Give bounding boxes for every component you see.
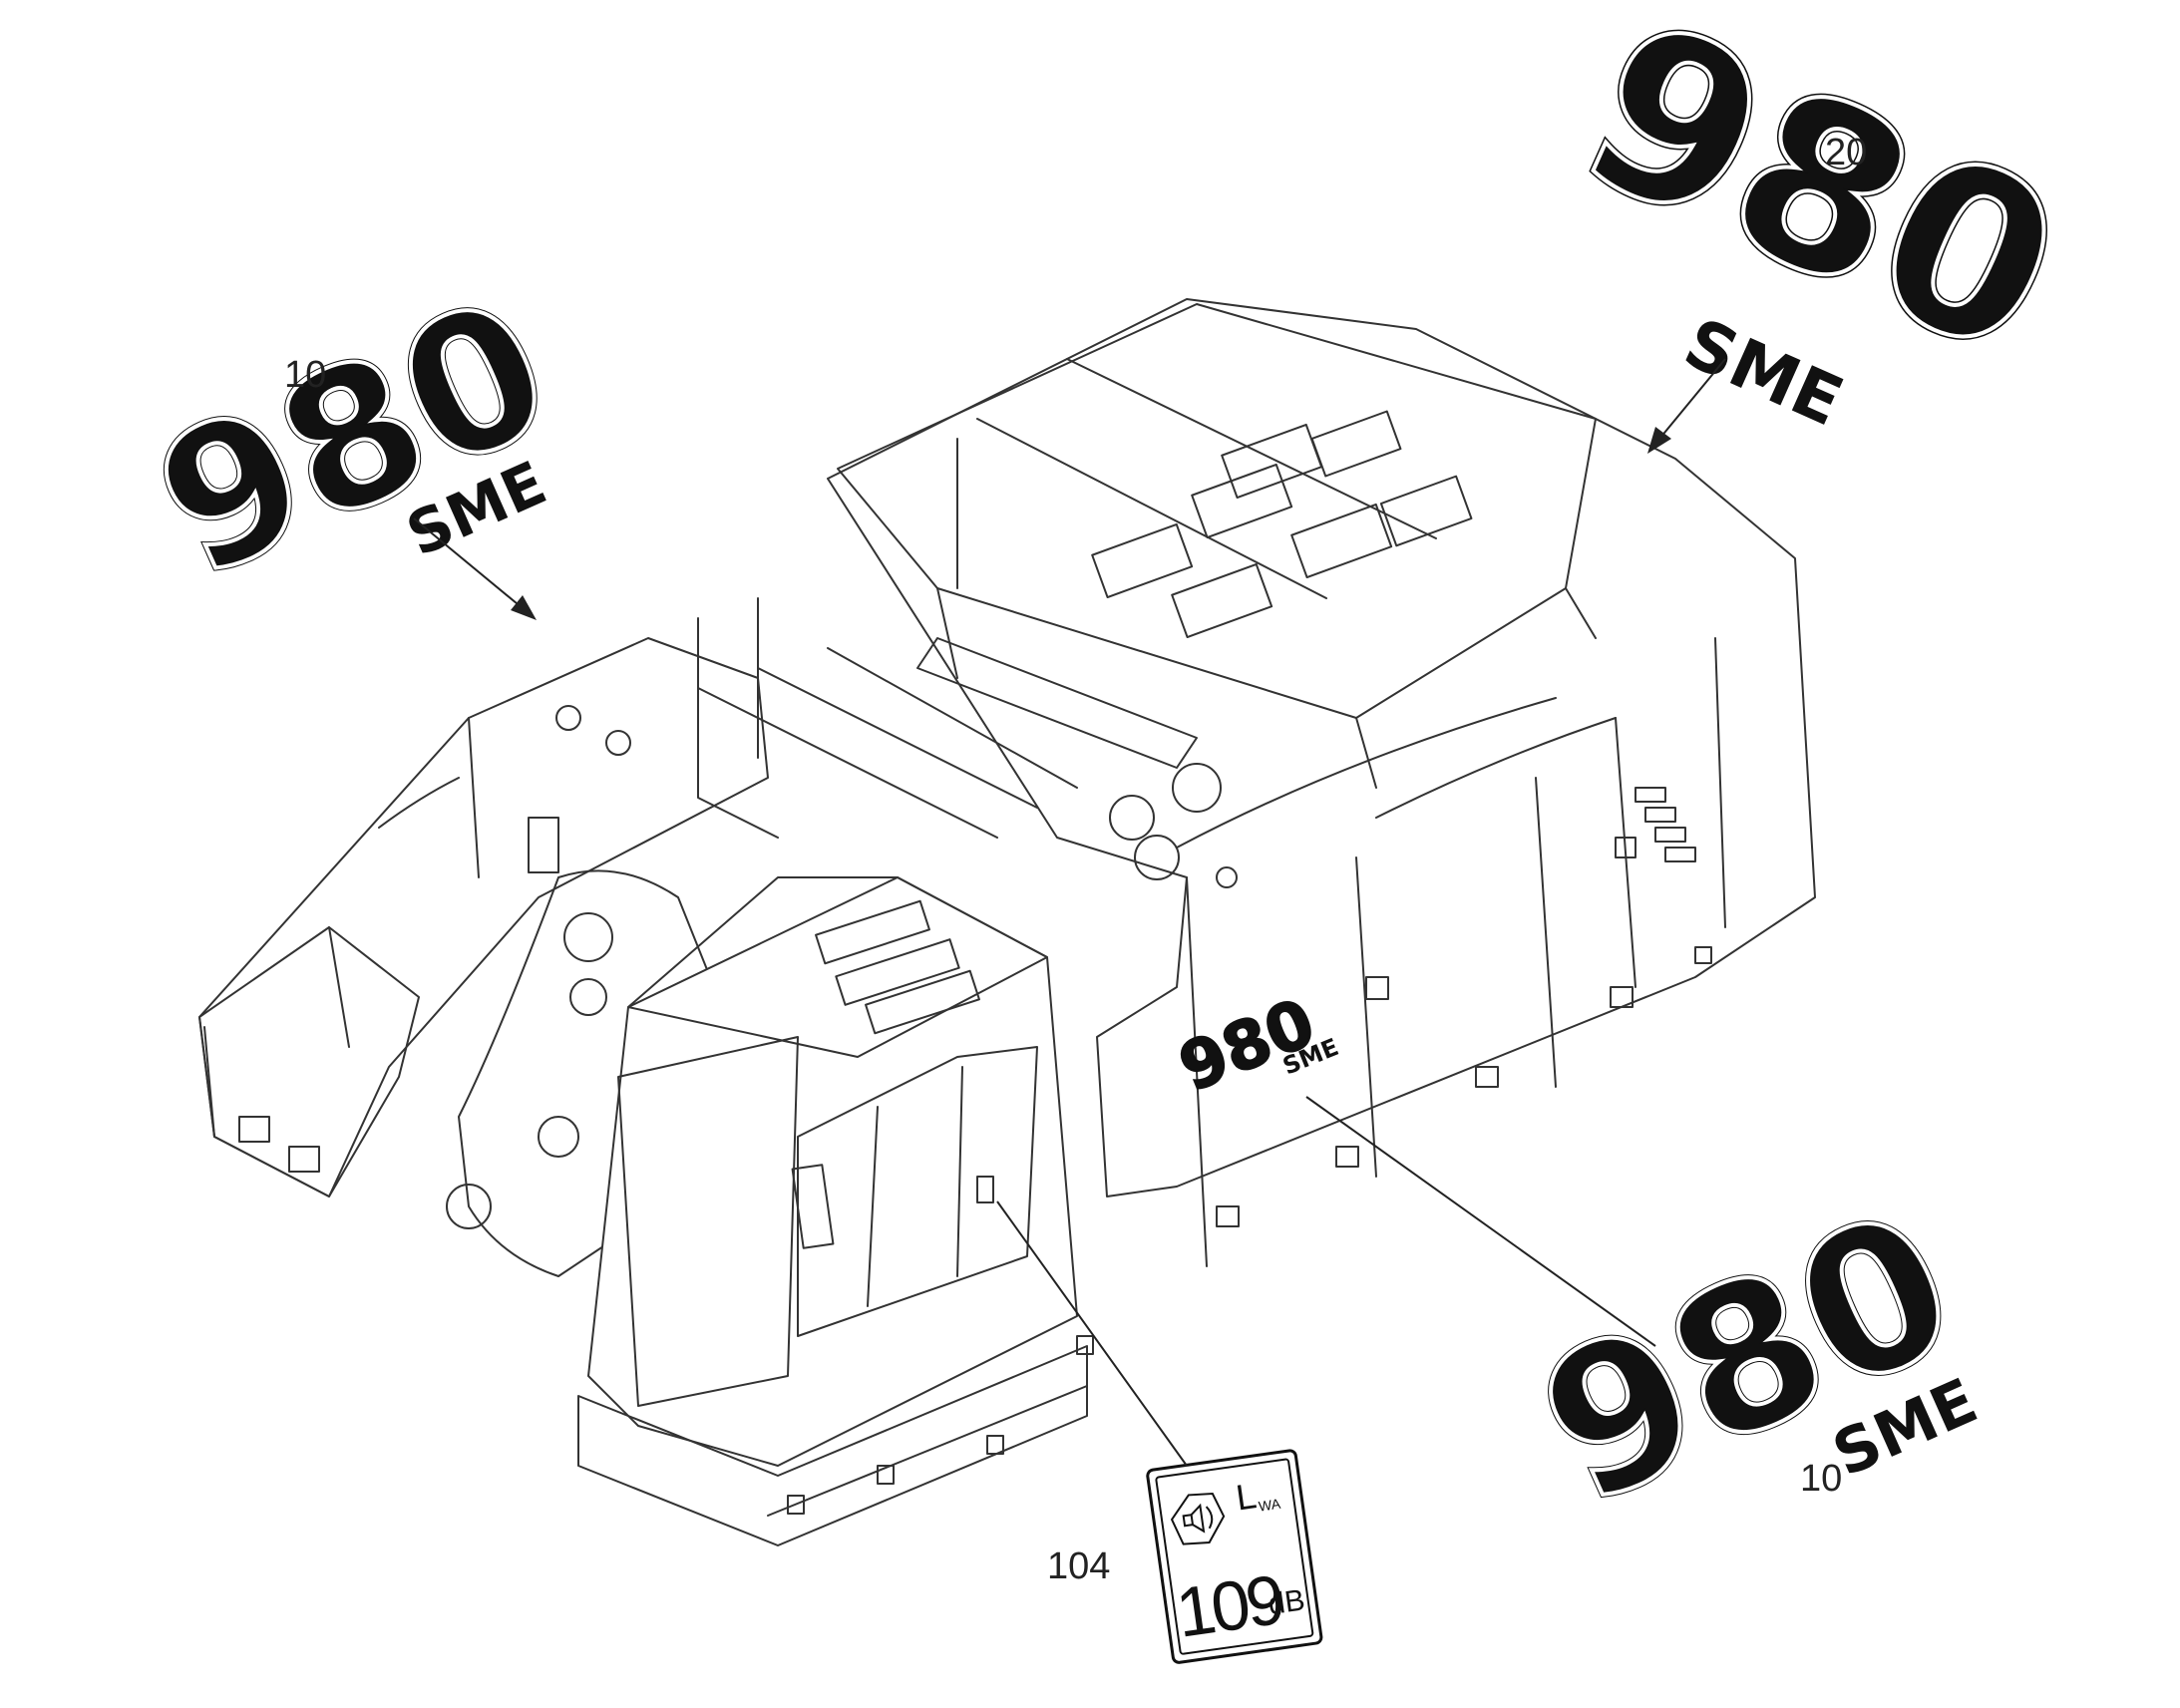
noise-label-subscript: WA <box>1258 1496 1282 1515</box>
engine-hood-outline <box>827 298 1816 1197</box>
leader-decal-top-right <box>1654 358 1726 445</box>
decal-top-right-number-inline: 980 <box>1549 0 2094 410</box>
cab-front-window <box>617 1036 799 1407</box>
leader-lines <box>413 358 1726 1467</box>
speaker-hexagon-icon <box>1170 1493 1226 1545</box>
callout-decal-left: 10 <box>284 354 326 396</box>
decal-bottom-right-number-inline: 980 <box>1511 1168 1986 1549</box>
noise-label-inner-border <box>1155 1458 1314 1655</box>
noise-label-border <box>1146 1449 1323 1664</box>
callout-decal-bottom-right: 10 <box>1800 1458 1842 1500</box>
arrow-head-left <box>511 595 537 620</box>
operator-cab <box>587 876 1078 1467</box>
leader-noise-label <box>996 1200 1188 1467</box>
noise-level-label: L WA 109 dB <box>1146 1449 1323 1664</box>
leader-decal-bottom-right <box>1305 1096 1656 1347</box>
decal-left-number-inline: 980 <box>128 257 578 619</box>
decal-980-sme-left: 980 980 SME <box>125 254 581 622</box>
machine-side-badge: 980 SME <box>1168 983 1342 1108</box>
top-hood-panel <box>837 303 1597 719</box>
callout-decal-top-right: 20 <box>1825 132 1867 173</box>
cab-roof <box>627 876 1048 1058</box>
callout-noise-label: 104 <box>1047 1545 1110 1587</box>
cab-side-window <box>797 1046 1038 1337</box>
noise-label-unit: dB <box>1267 1583 1307 1621</box>
arrow-head-top-right <box>1647 427 1671 454</box>
noise-label-value: 109 <box>1172 1560 1287 1652</box>
decal-980-sme-top-right: 980 980 SME <box>1545 0 2097 442</box>
leader-decal-left <box>413 517 530 614</box>
decal-980-sme-bottom-right: 980 980 SME <box>1508 1165 1989 1552</box>
excavator-upper-structure <box>198 298 1816 1546</box>
machine-side-badge-number: 980 <box>1169 984 1325 1107</box>
